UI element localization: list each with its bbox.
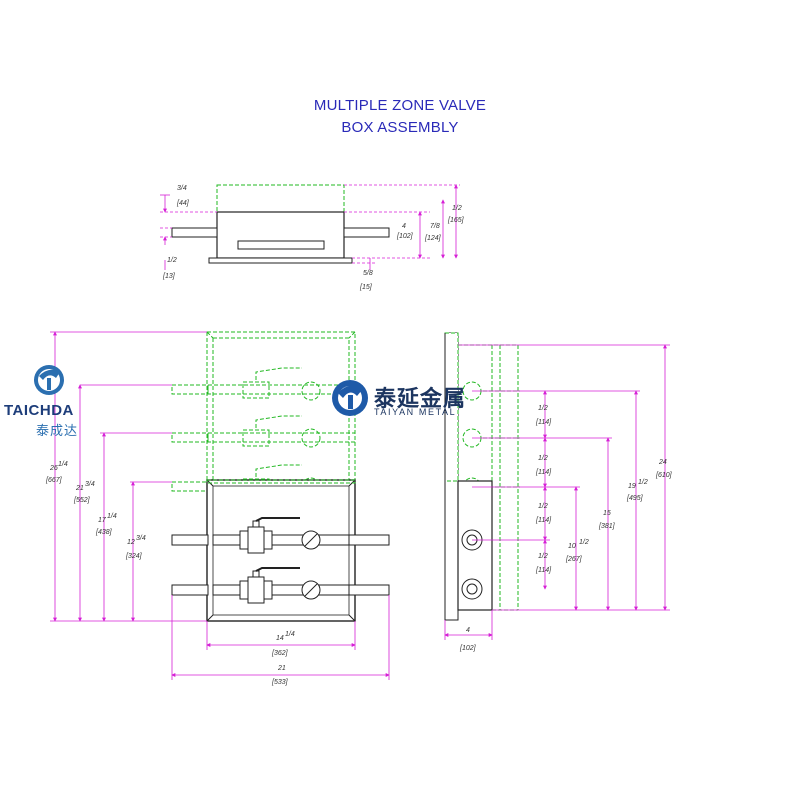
- dim-mm: [610]: [655, 472, 673, 479]
- front-view-box: [206, 479, 356, 622]
- dim-label: 10: [568, 543, 576, 550]
- dim-mm: [267]: [565, 556, 583, 563]
- dim-mm: [124]: [424, 235, 442, 242]
- top-view-hidden-outline: [216, 184, 345, 213]
- dim-mm: [102]: [396, 233, 414, 240]
- dim-mm: [114]: [535, 517, 552, 524]
- top-view-flange: [208, 257, 353, 264]
- dim-mm: [102]: [459, 645, 477, 652]
- side-view: [444, 332, 670, 640]
- front-view-valve-2: [239, 567, 321, 604]
- dim-frac: 3/4: [85, 481, 95, 488]
- dim-frac: 7/8: [430, 223, 440, 230]
- dim-frac: 1/4: [107, 513, 117, 520]
- dim-frac: 1/4: [58, 461, 68, 468]
- dim-label: 19: [628, 483, 636, 490]
- dim-mm: [114]: [535, 419, 552, 426]
- dim-label: 26: [49, 465, 58, 472]
- dim-mm: [165]: [447, 217, 465, 224]
- diagram-title-line-2: BOX ASSEMBLY: [341, 119, 459, 136]
- diagram-title-line-1: MULTIPLE ZONE VALVE: [313, 97, 487, 114]
- dim-num: 4: [402, 223, 406, 230]
- dim-label: 4: [466, 627, 470, 634]
- dim-mm: [44]: [176, 200, 190, 207]
- front-view-valve-1: [239, 517, 321, 554]
- taichda-logo-icon: [34, 365, 64, 395]
- dim-mm: [324]: [125, 553, 143, 560]
- dim-frac: 1/2: [538, 503, 548, 510]
- dim-mm: [533]: [271, 679, 289, 686]
- dim-mm: [667]: [45, 477, 63, 484]
- dim-label: 21: [277, 665, 286, 672]
- dim-frac: 1/2: [167, 257, 177, 264]
- dim-label: 21: [75, 485, 84, 492]
- dim-label: 17: [98, 517, 107, 524]
- taichda-logo-text: TAICHDA: [4, 402, 74, 419]
- dim-mm: [438]: [95, 529, 113, 536]
- top-view: [160, 184, 460, 270]
- dim-frac: 3/4: [136, 535, 146, 542]
- top-view-box: [216, 211, 345, 259]
- dim-label: 14: [276, 635, 284, 642]
- top-view-pipe-left: [171, 227, 218, 238]
- dim-label: 24: [658, 459, 667, 466]
- dim-frac: 1/2: [579, 539, 589, 546]
- dim-frac: 5/8: [363, 270, 373, 277]
- dim-frac: 1/2: [538, 405, 548, 412]
- top-view-dim-labels: 3/4 [44] 1/2 [13] 4 [102] 7/8 [124] 1/2 …: [162, 185, 465, 291]
- taiyan-logo-cn-text: 泰延金属: [374, 386, 467, 411]
- taichda-logo-cn-text: 泰成达: [36, 423, 79, 438]
- dim-label: 12: [127, 539, 135, 546]
- dim-frac: 1/4: [285, 631, 295, 638]
- dim-mm: [495]: [626, 495, 644, 502]
- dim-frac: 1/2: [452, 205, 462, 212]
- top-view-slot: [237, 240, 325, 250]
- dim-frac: 3/4: [177, 185, 187, 192]
- dim-mm: [114]: [535, 567, 552, 574]
- side-view-dim-labels: 1/2 [114] 1/2 [114] 1/2 [114] 1/2 [114] …: [459, 405, 673, 652]
- taiyan-logo-icon: [332, 380, 368, 416]
- dim-mm: [362]: [271, 650, 289, 657]
- dim-mm: [114]: [535, 469, 552, 476]
- front-view-dim-labels: 26 1/4 [667] 21 3/4 [552] 17 1/4 [438] 1…: [45, 461, 295, 686]
- taiyan-logo-en-text: TAIYAN METAL: [374, 407, 457, 417]
- top-view-pipe-right: [343, 227, 390, 238]
- dim-mm: [381]: [598, 523, 616, 530]
- dim-frac: 1/2: [638, 479, 648, 486]
- dim-frac: 1/2: [538, 455, 548, 462]
- dim-mm: [552]: [73, 497, 91, 504]
- dim-mm: [13]: [162, 273, 176, 280]
- dim-mm: [15]: [359, 284, 373, 291]
- dim-label: 15: [603, 510, 611, 517]
- dim-frac: 1/2: [538, 553, 548, 560]
- front-view: [50, 331, 390, 680]
